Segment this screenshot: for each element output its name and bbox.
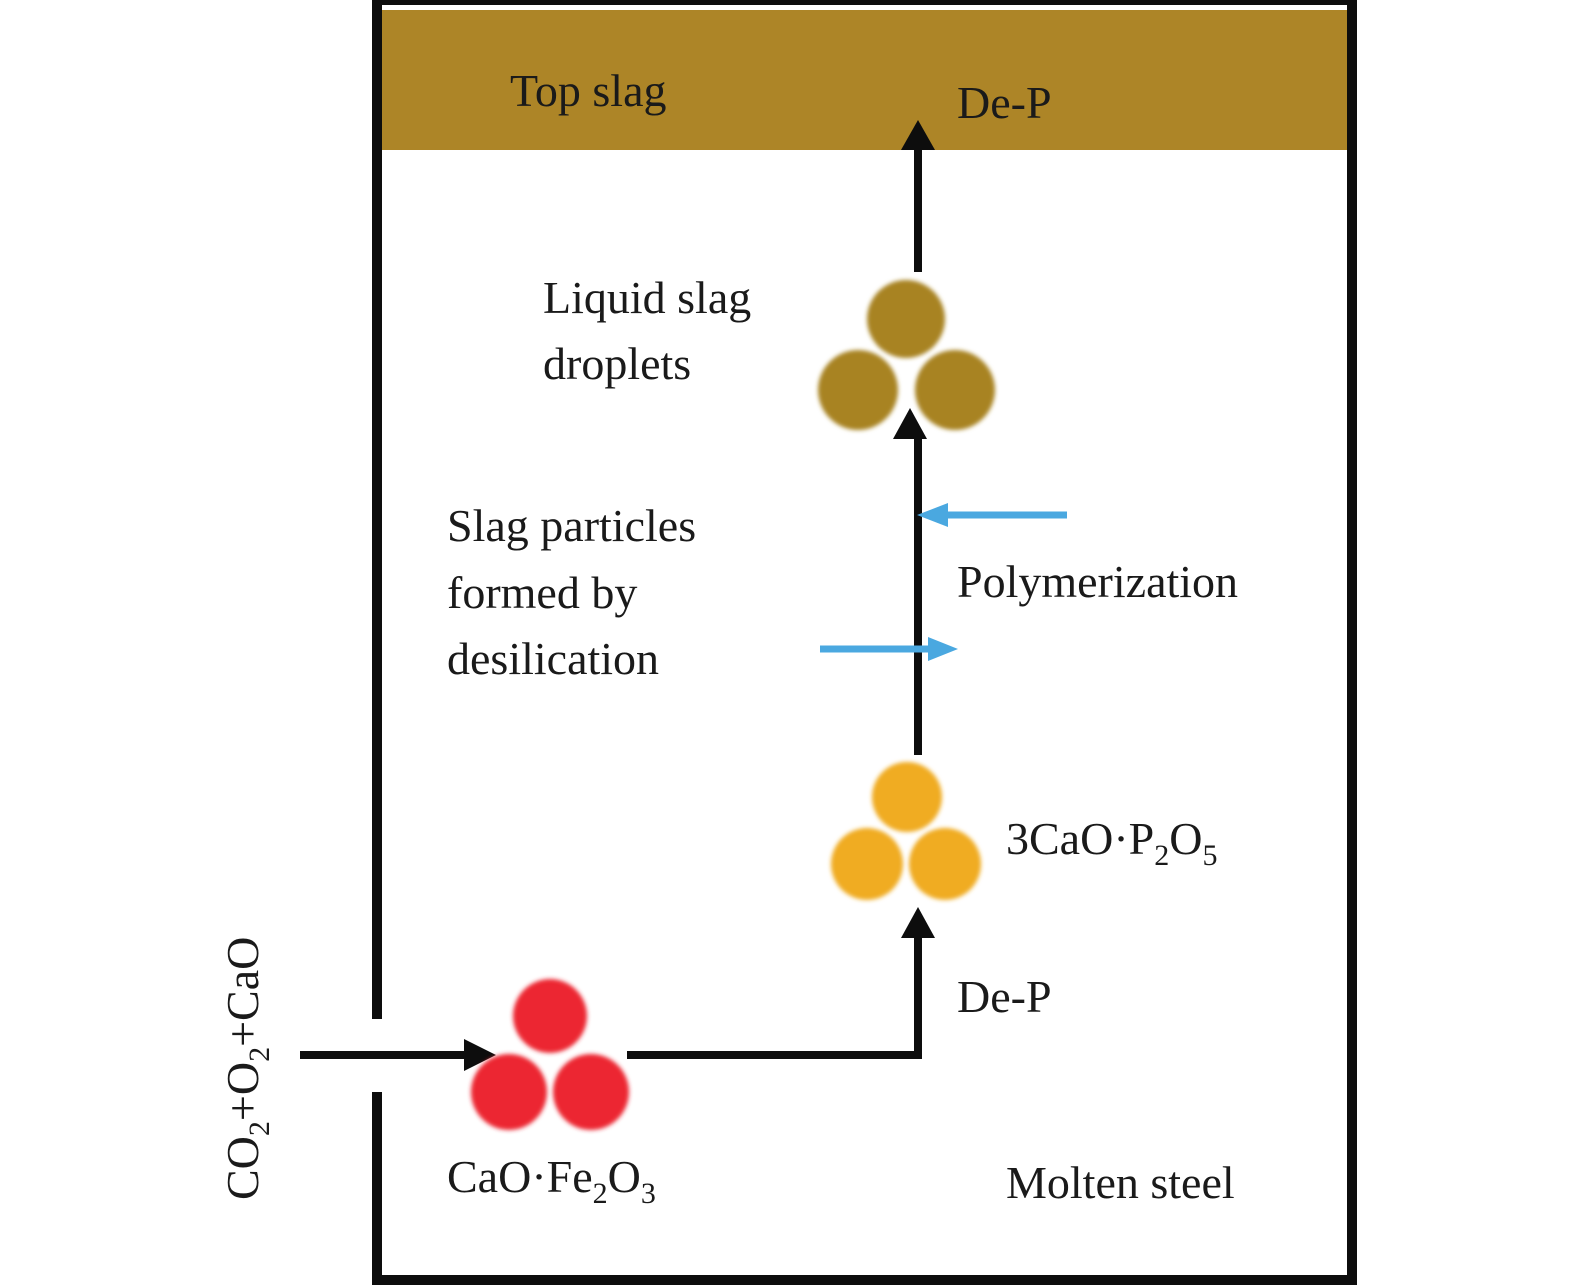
formula-text: O — [608, 1151, 641, 1202]
calcium-ferrite-formula: CaO·Fe2O3 — [447, 1151, 656, 1210]
phosphate-particle — [872, 762, 942, 832]
tricalcium-phosphate-formula: 3CaO·P2O5 — [1006, 813, 1217, 872]
polymerization-arrow-right — [820, 637, 958, 661]
phosphate-particle — [909, 828, 981, 900]
ferrite-particle — [553, 1054, 629, 1130]
formula-text: +CaO — [217, 937, 268, 1047]
formula-text: 3CaO·P — [1006, 813, 1154, 864]
ferrite-particle — [513, 979, 587, 1053]
ferrite-particle-cluster — [471, 979, 629, 1130]
polymerization-label: Polymerization — [957, 556, 1238, 607]
formula-subscript: 2 — [243, 1121, 276, 1136]
formula-text: +O — [217, 1062, 268, 1121]
formula-text: CO — [217, 1136, 268, 1200]
de-p-mid-label: De-P — [957, 971, 1052, 1022]
slag-particles-label-line1: Slag particles — [447, 500, 696, 551]
formula-text: CaO·Fe — [447, 1151, 593, 1202]
liquid-slag-droplet — [867, 280, 945, 358]
phosphate-particle — [831, 828, 903, 900]
flow-arrowhead-phosphate — [901, 907, 935, 938]
ferrite-particle — [471, 1054, 547, 1130]
molten-steel-label: Molten steel — [1006, 1157, 1235, 1208]
phosphate-particle-cluster — [831, 762, 981, 900]
liquid-slag-label-line2: droplets — [543, 338, 691, 389]
formula-subscript: 5 — [1202, 839, 1217, 872]
top-slag-label: Top slag — [510, 65, 667, 116]
formula-subscript: 3 — [641, 1177, 656, 1210]
injection-gas-formula: CO2+O2+CaO — [217, 937, 276, 1200]
polymerization-arrow-left — [917, 503, 1067, 527]
liquid-slag-droplet-cluster — [818, 280, 995, 430]
liquid-slag-label-line1: Liquid slag — [543, 272, 751, 323]
de-p-top-label: De-P — [957, 77, 1052, 128]
formula-text: O — [1169, 813, 1202, 864]
formula-subscript: 2 — [593, 1177, 608, 1210]
flow-arrowhead-droplets — [893, 408, 927, 439]
slag-particles-label-line3: desilication — [447, 633, 659, 684]
flow-arrowhead-top-slag — [901, 120, 935, 150]
slag-particles-label-line2: formed by — [447, 567, 637, 618]
formula-subscript: 2 — [1154, 839, 1169, 872]
vessel-wall — [372, 0, 1357, 1285]
top-slag-layer — [379, 10, 1352, 150]
formula-subscript: 2 — [243, 1047, 276, 1062]
liquid-slag-droplet — [818, 350, 898, 430]
injection-arrow — [300, 1039, 496, 1071]
liquid-slag-droplet — [915, 350, 995, 430]
flow-path — [627, 146, 922, 1059]
